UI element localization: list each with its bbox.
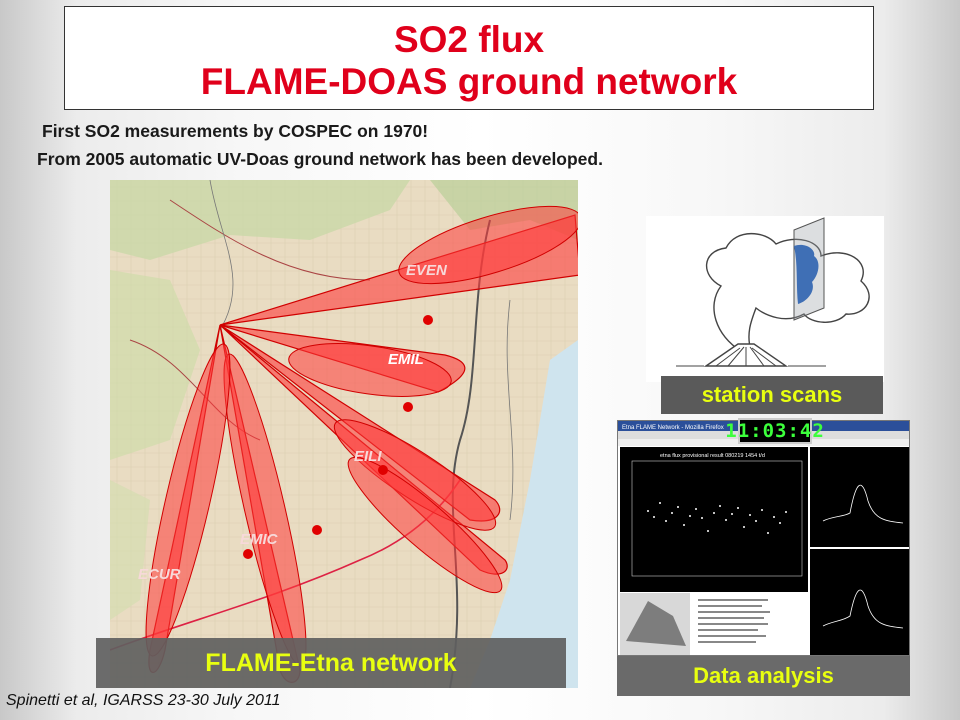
station-dot-eili xyxy=(378,465,388,475)
intro-line-1: First SO2 measurements by COSPEC on 1970… xyxy=(42,121,429,141)
title-box: SO2 flux FLAME-DOAS ground network xyxy=(64,6,874,110)
map-caption: FLAME-Etna network xyxy=(96,638,566,688)
scan-caption: station scans xyxy=(661,376,883,414)
slide-title-line1: SO2 flux xyxy=(393,19,545,60)
station-dot-ecur xyxy=(243,549,253,559)
plume-cloud-icon xyxy=(705,233,870,352)
station-label-emic: EMIC xyxy=(240,531,279,548)
citation: Spinetti et al, IGARSS 23-30 July 2011 xyxy=(6,692,281,709)
station-label-emil: EMIL xyxy=(388,351,424,368)
station-dot-even xyxy=(423,315,433,325)
etna-map: EVEN EMIL EILI EMIC ECUR xyxy=(110,180,578,688)
station-dot-emic xyxy=(312,525,322,535)
analysis-caption: Data analysis xyxy=(617,656,910,696)
station-label-ecur: ECUR xyxy=(138,566,181,583)
clock-display: 11:03:42 xyxy=(725,418,825,444)
station-label-even: EVEN xyxy=(406,262,448,279)
station-dot-emil xyxy=(403,402,413,412)
intro-line-2: From 2005 automatic UV-Doas ground netwo… xyxy=(37,149,603,169)
analysis-plot-title: etna flux provisional result 080219 1454… xyxy=(660,453,765,459)
plume-section-icon xyxy=(794,244,819,304)
data-analysis-screenshot: Etna FLAME Network - Mozilla Firefox etn… xyxy=(617,420,910,656)
slide-title-line2: FLAME-DOAS ground network xyxy=(200,61,738,102)
scatter-points xyxy=(647,502,787,534)
station-label-eili: EILI xyxy=(354,448,382,465)
station-scan-illustration xyxy=(646,216,884,382)
analysis-window-title: Etna FLAME Network - Mozilla Firefox xyxy=(622,425,724,431)
